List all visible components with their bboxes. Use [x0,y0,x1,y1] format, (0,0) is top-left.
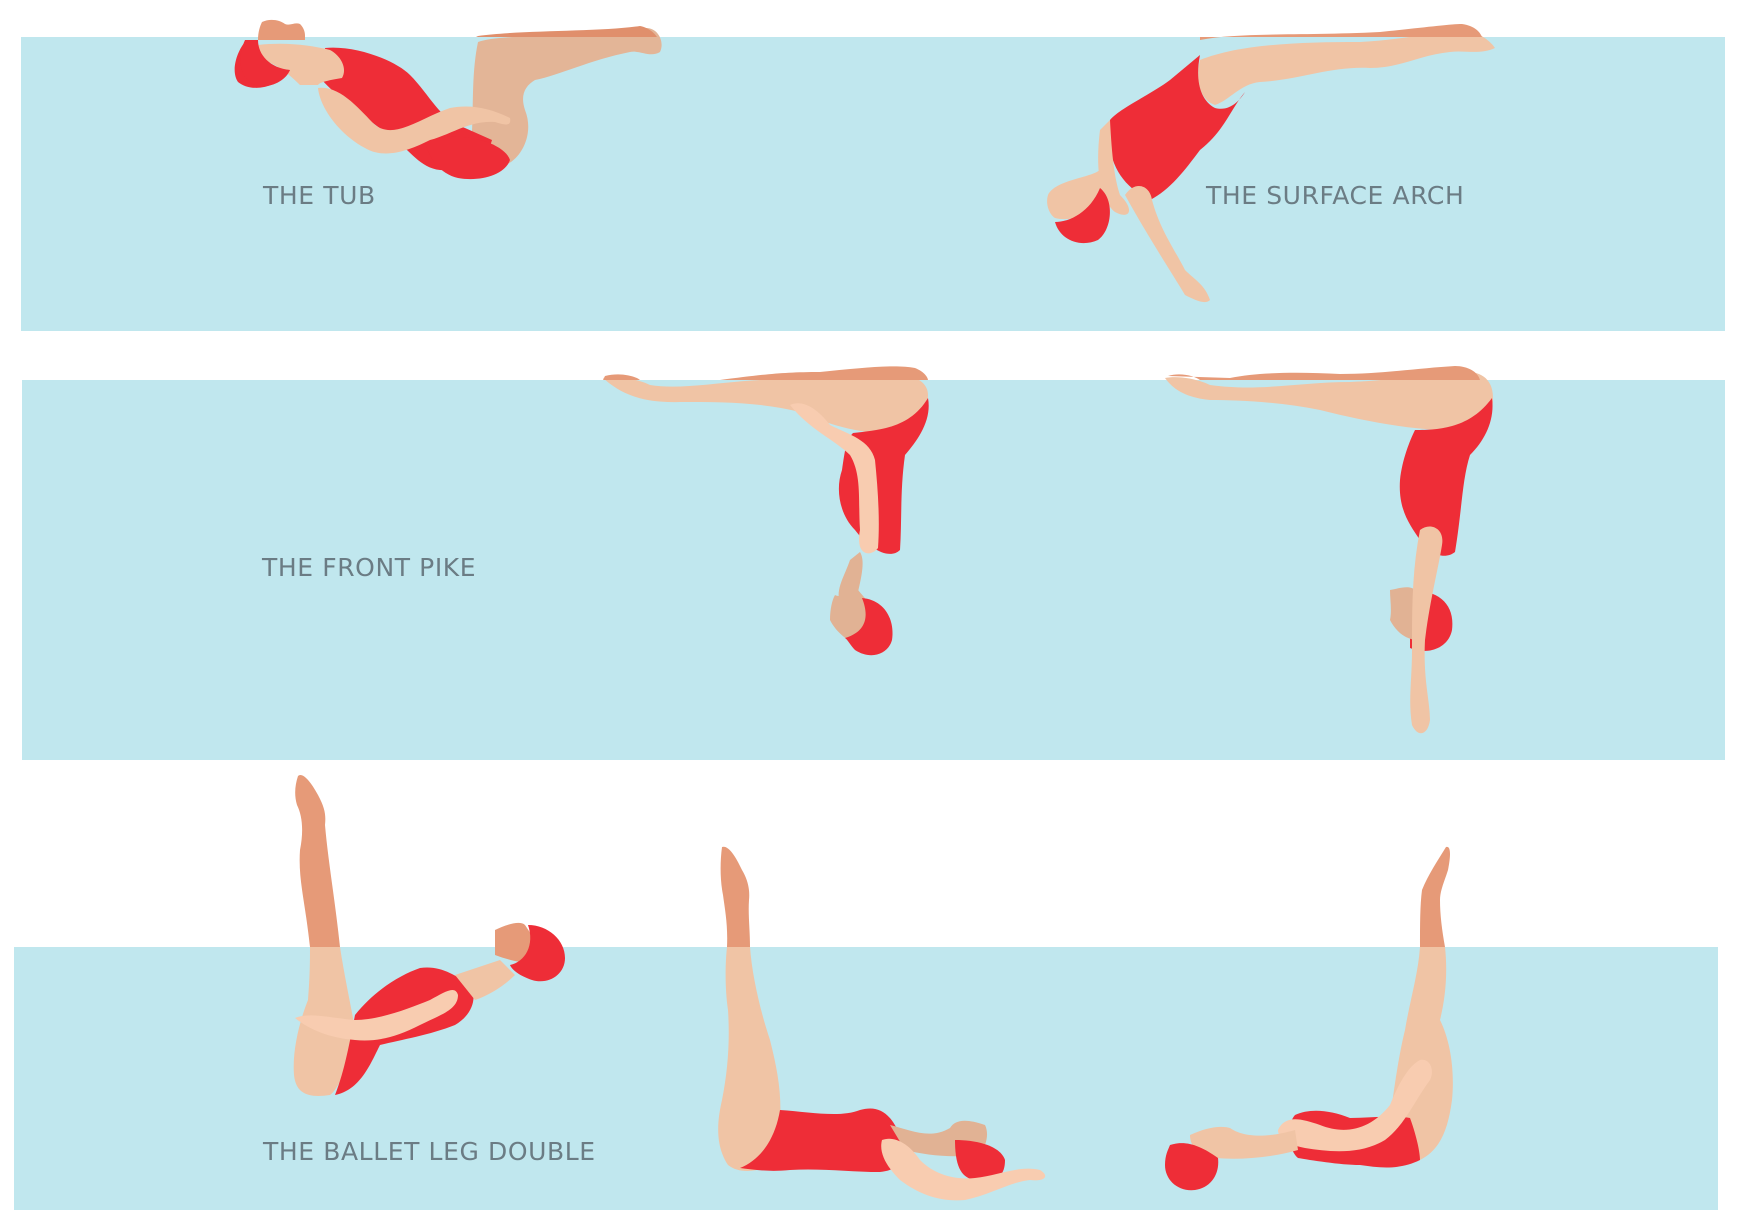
label-the-tub: THE TUB [263,181,376,210]
pool-panel-1 [21,37,1725,331]
ballet-leg-swimmer-figure-2 [718,846,1046,1201]
surface-arch-swimmer-figure [1047,24,1495,303]
label-the-surface-arch: THE SURFACE ARCH [1206,181,1465,210]
front-pike-swimmer-figure-1 [603,366,929,656]
label-the-ballet-leg-double: THE BALLET LEG DOUBLE [263,1137,596,1166]
label-the-front-pike: THE FRONT PIKE [262,553,477,582]
ballet-leg-swimmer-figure-3 [1165,846,1453,1191]
tub-swimmer-figure [234,19,662,180]
front-pike-swimmer-figure-2 [1165,366,1493,734]
ballet-leg-swimmer-figure-1 [293,774,565,1096]
